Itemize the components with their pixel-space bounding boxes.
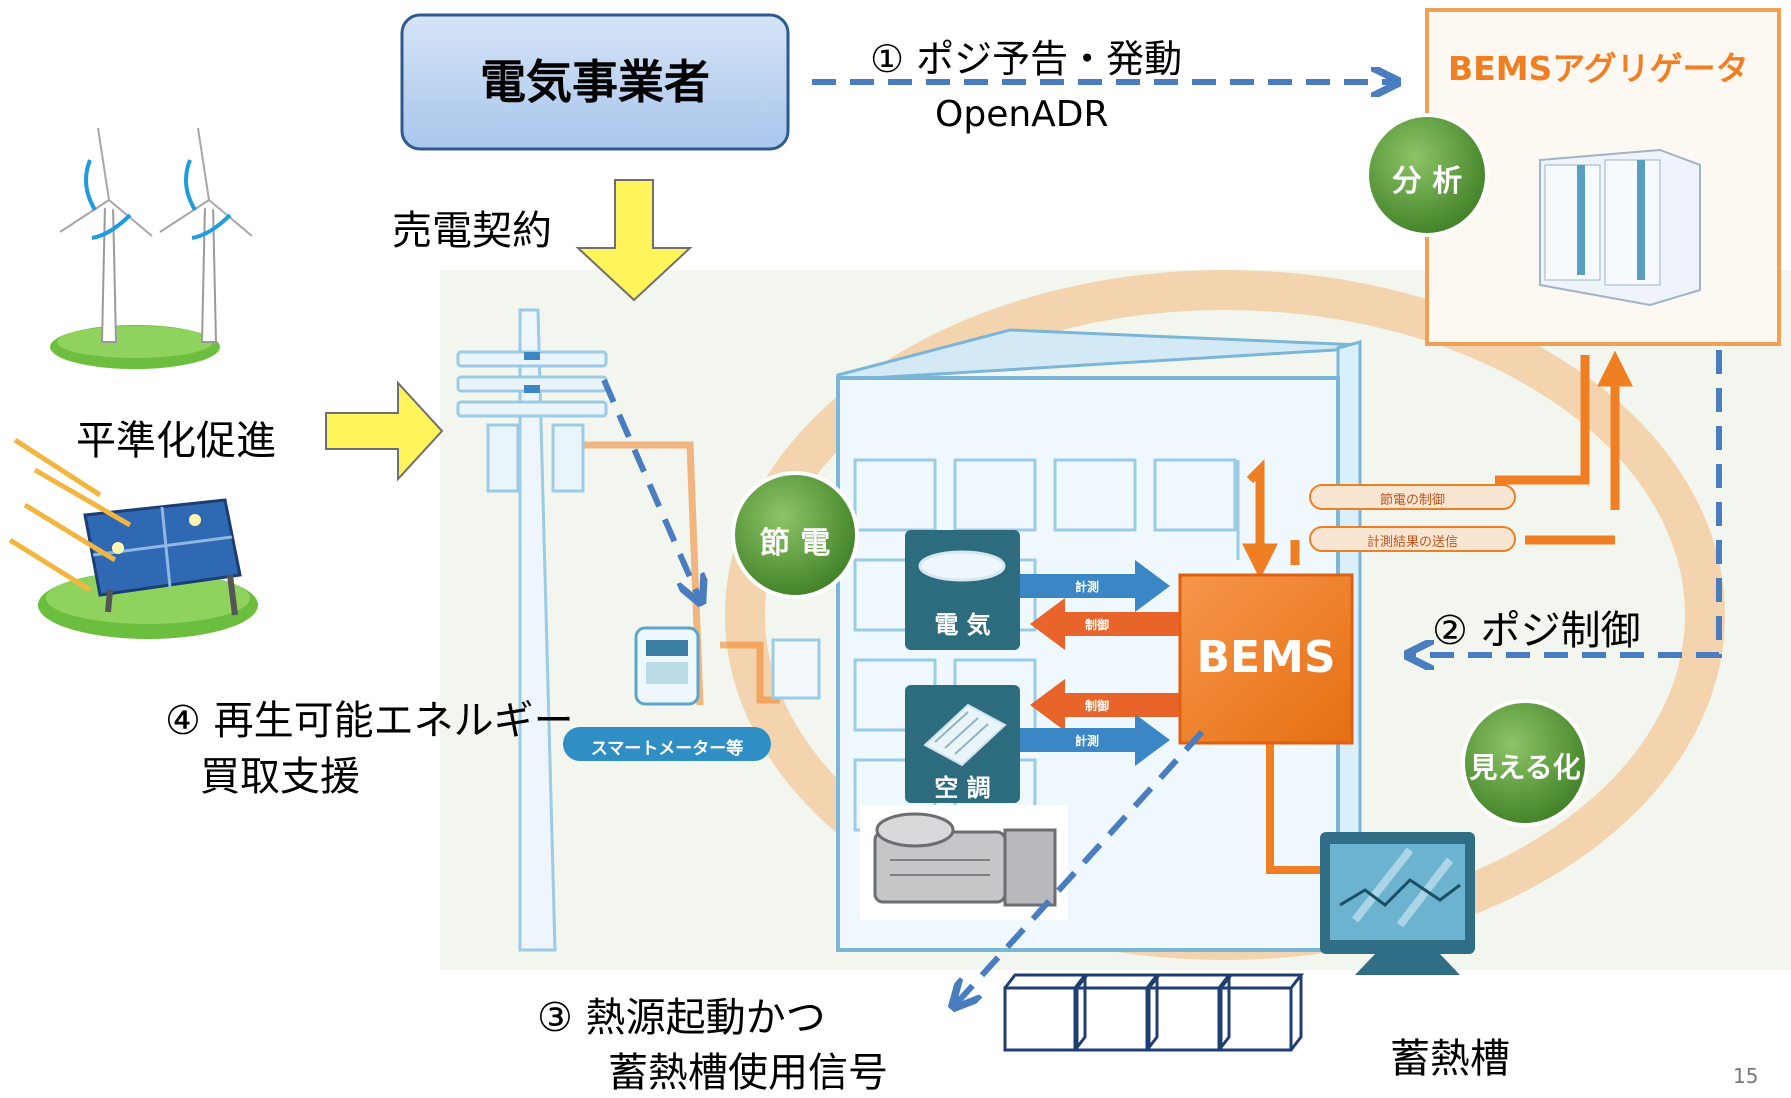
server-rack-icon — [1539, 148, 1701, 307]
pos-control-label: ② ポジ制御 — [1432, 608, 1641, 654]
bems-label: BEMS — [1196, 632, 1336, 683]
openadr-label: OpenADR — [935, 94, 1109, 135]
monitor-icon — [1320, 832, 1475, 975]
visualize-badge — [1461, 699, 1589, 827]
renewable-label-line1: ④ 再生可能エネルギー — [165, 698, 574, 744]
measure-arrow-aircon — [1020, 714, 1170, 766]
aggregator-panel — [1425, 8, 1781, 346]
smart-meter-icon — [634, 626, 700, 706]
renewable-label-line2: 買取支援 — [200, 754, 360, 800]
aircon-device-panel — [905, 685, 1020, 803]
arrow-renewable-support — [601, 378, 700, 600]
link-pill-send — [1309, 526, 1516, 552]
smart-meter-label-pill — [563, 727, 771, 761]
leveling-label: 平準化促進 — [76, 418, 276, 464]
contract-arrow — [575, 179, 693, 302]
chiller-photo — [860, 805, 1068, 920]
utility-label: 電気事業者 — [480, 55, 710, 109]
utility-pole — [456, 308, 608, 952]
power-device-label: 電 気 — [934, 611, 991, 639]
pos-notice-label: ① ポジ予告・発動 — [870, 37, 1183, 81]
bems-box — [1178, 573, 1354, 745]
measure-arrow-power — [1020, 560, 1170, 612]
leveling-arrow — [325, 380, 444, 482]
storage-tank-cubes — [1003, 973, 1305, 1052]
wind-turbines-icon — [50, 123, 257, 369]
control-label-aircon: 制御 — [1085, 699, 1110, 713]
utility-box — [400, 13, 790, 151]
aircon-device-label: 空 調 — [934, 774, 991, 802]
arrow-heat-source — [955, 729, 1205, 1005]
analysis-badge-label: 分 析 — [1391, 164, 1463, 199]
link-send-label: 計測結果の送信 — [1366, 535, 1458, 550]
aggregator-title: BEMSアグリゲータ — [1448, 49, 1749, 88]
saving-badge-label: 節 電 — [759, 526, 831, 561]
link-control-label: 節電の制御 — [1379, 493, 1445, 508]
orange-connection-lines — [565, 350, 1633, 874]
smart-meter-label: スマートメーター等 — [590, 739, 744, 759]
contract-label: 売電契約 — [392, 208, 552, 254]
storage-tank-label: 蓄熱槽 — [1390, 1036, 1510, 1082]
heat-source-label-line1: ③ 熱源起動かつ — [537, 995, 826, 1041]
measure-label-power: 計測 — [1075, 580, 1100, 594]
control-label-power: 制御 — [1085, 618, 1110, 632]
visualize-badge-label: 見える化 — [1469, 751, 1581, 784]
saving-badge — [731, 471, 859, 599]
switchboard-icon — [771, 638, 821, 700]
analysis-badge — [1365, 113, 1489, 237]
control-arrow-aircon — [1030, 679, 1180, 731]
page-number: 15 — [1733, 1064, 1759, 1088]
power-device-panel — [905, 530, 1020, 650]
solar-panel-icon — [8, 437, 258, 639]
link-pill-control — [1309, 484, 1516, 510]
arrow-pos-control — [1410, 350, 1722, 655]
heat-source-label-line2: 蓄熱槽使用信号 — [608, 1050, 888, 1096]
measure-label-aircon: 計測 — [1075, 734, 1100, 748]
control-arrow-power — [1030, 598, 1180, 650]
